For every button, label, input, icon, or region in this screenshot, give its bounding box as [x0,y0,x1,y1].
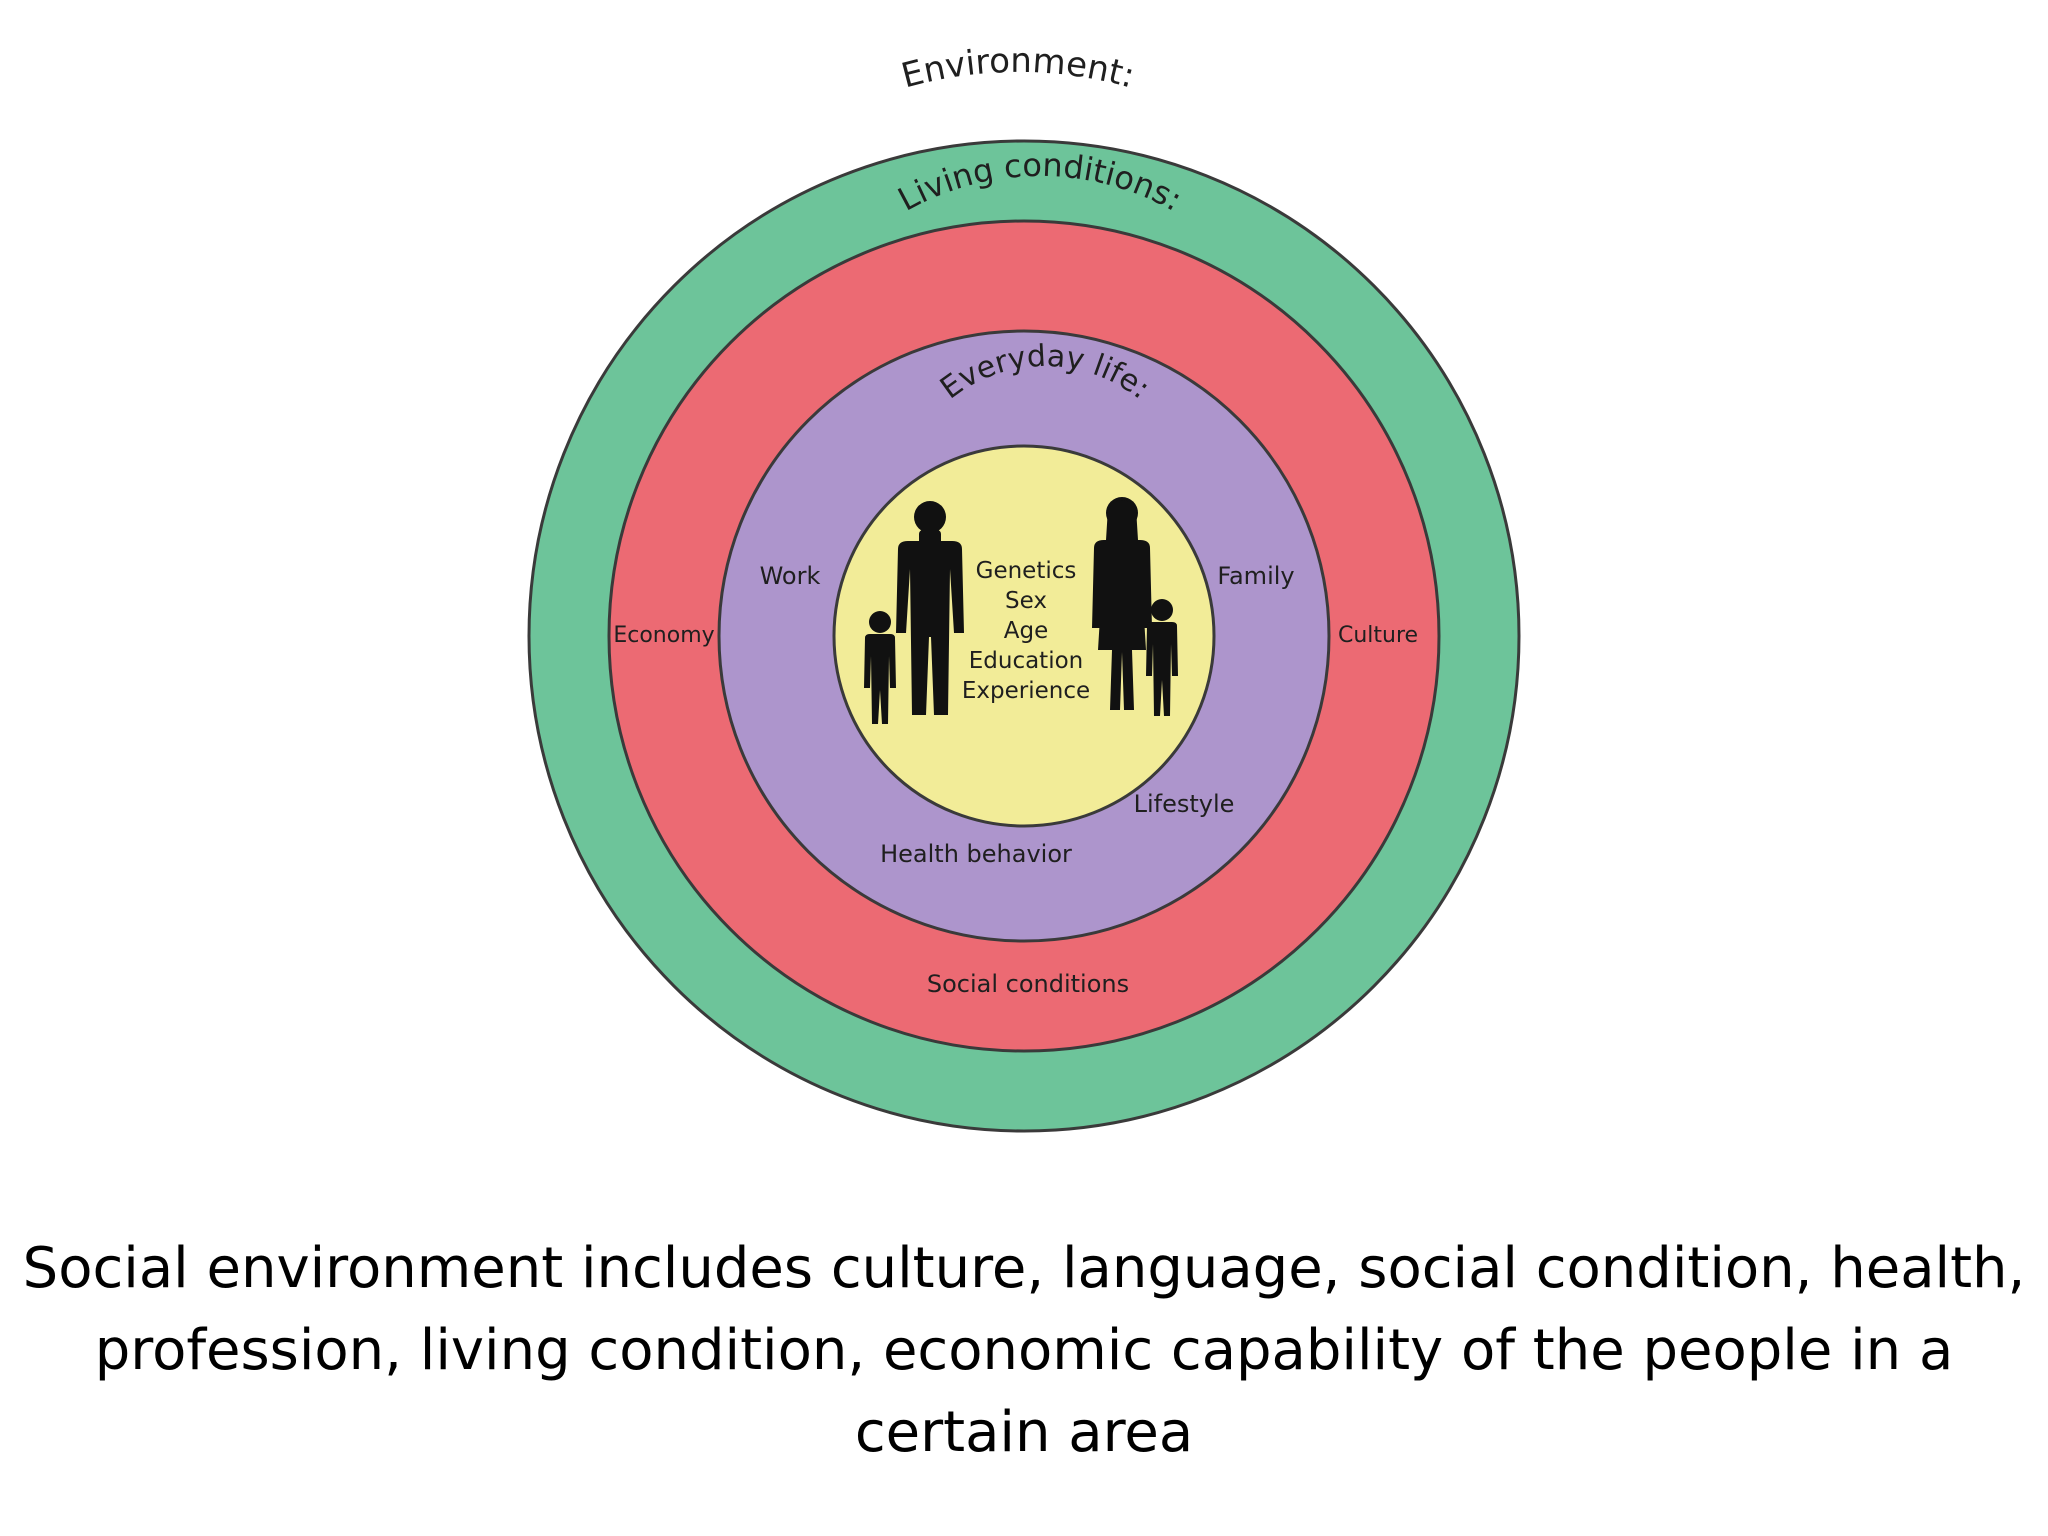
factor-education: Education [969,648,1084,674]
caption: Social environment includes culture, lan… [0,1228,2048,1474]
health-behavior-label: Health behavior [880,840,1072,868]
environment-label: Environment: [897,41,1139,97]
factor-genetics: Genetics [976,558,1077,584]
lifestyle-label: Lifestyle [1134,790,1235,818]
family-label: Family [1217,562,1294,590]
caption-line-2: profession, living condition, economic c… [94,1318,1954,1383]
caption-line-1: Social environment includes culture, lan… [22,1236,2026,1301]
factor-age: Age [1004,618,1048,644]
factor-sex: Sex [1005,588,1047,614]
social-conditions-label: Social conditions [927,970,1129,998]
culture-label: Culture [1338,623,1418,648]
child-right-silhouette-icon [1146,599,1178,716]
woman-silhouette-icon [1092,497,1152,710]
factor-experience: Experience [962,678,1090,704]
economy-label: Economy [613,623,714,648]
child-left-silhouette-icon [864,611,896,724]
caption-line-3: certain area [854,1400,1194,1465]
man-silhouette-icon [896,501,964,715]
work-label: Work [760,562,821,590]
